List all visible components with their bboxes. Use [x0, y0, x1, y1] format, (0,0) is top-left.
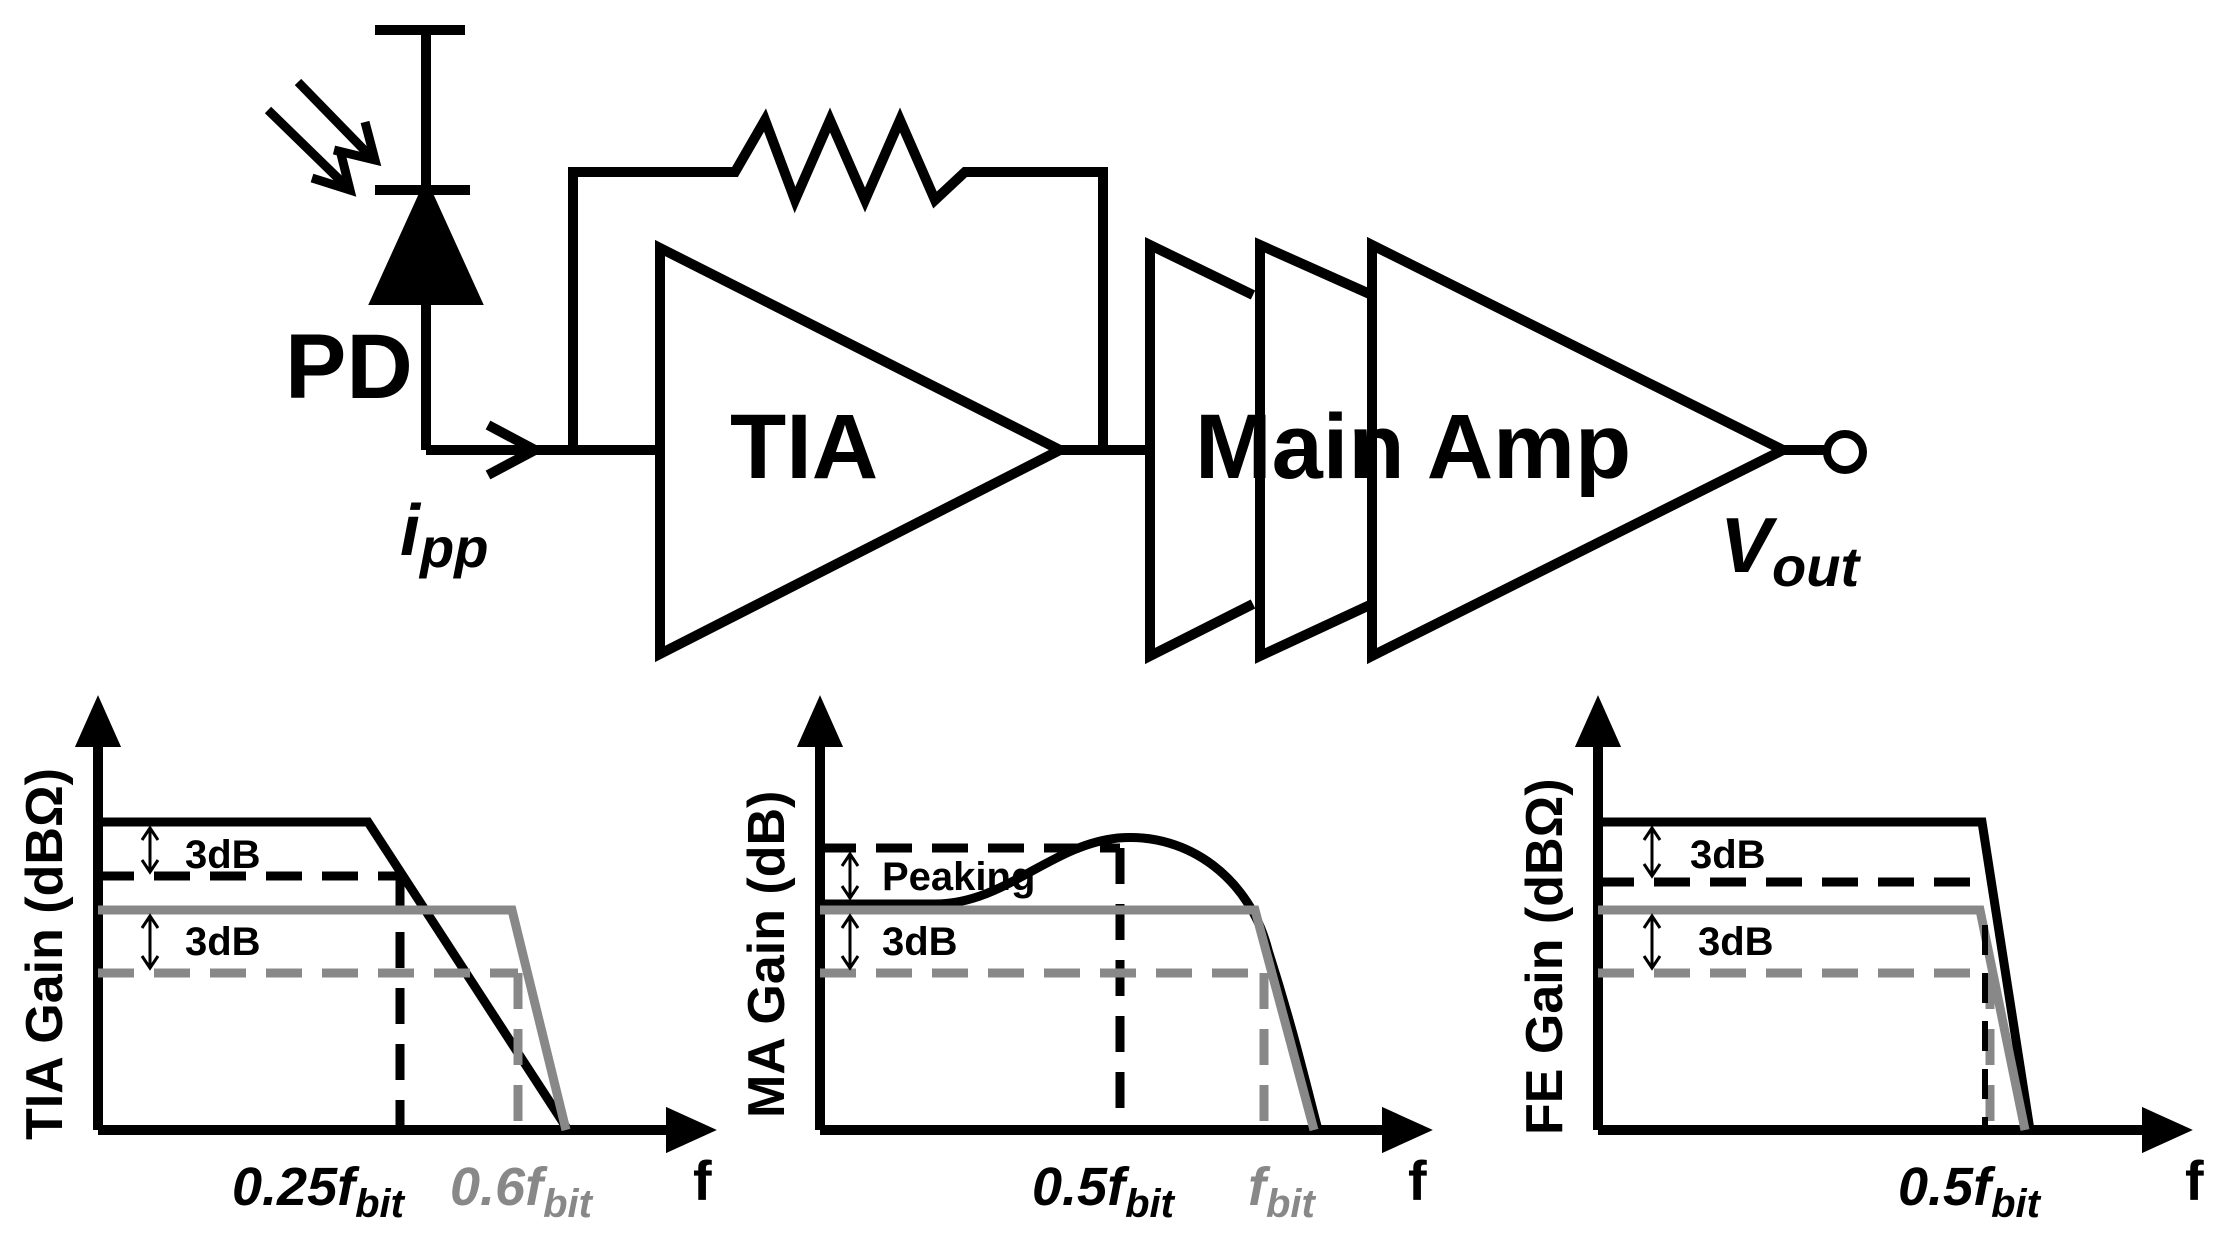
tia-axes: [74, 695, 717, 1154]
light-arrows-icon: [264, 78, 382, 197]
main-amp-label: Main Amp: [1195, 396, 1631, 498]
tia-gain-curve-low: [98, 905, 571, 1132]
tia-x-axis-label: f: [693, 1149, 712, 1212]
fe-x-axis-label: f: [2185, 1149, 2204, 1212]
ma-peaking-label: Peaking: [882, 855, 1035, 899]
fe-3db-label-1: 3dB: [1690, 833, 1766, 877]
ma-tick-05fbit: 0.5fbit: [1032, 1157, 1176, 1226]
input-current-label: ipp: [400, 491, 488, 579]
circuit-schematic: [264, 25, 1867, 665]
tia-tick-06fbit: 0.6fbit: [450, 1157, 594, 1226]
fe-3db-label-2: 3dB: [1698, 920, 1774, 964]
pd-label: PD: [285, 316, 413, 418]
ma-tick-fbit: fbit: [1248, 1157, 1317, 1226]
ma-peaking-curve: [820, 833, 1323, 1132]
ma-axes: [796, 695, 1433, 1154]
ma-flat-curve: [820, 905, 1319, 1132]
fe-y-axis-label: FE Gain (dBΩ): [1516, 778, 1574, 1135]
tia-3db-label-1: 3dB: [185, 833, 261, 877]
fe-3db-arrows-icon: [1642, 825, 1662, 971]
ma-y-axis-label: MA Gain (dB): [738, 791, 796, 1118]
fe-gain-plot: 3dB 3dB FE Gain (dBΩ) f 0.5fbit: [1516, 695, 2204, 1226]
tia-amplifier: [655, 239, 1072, 663]
tia-3db-label-2: 3dB: [185, 920, 261, 964]
tia-3db-arrows-icon: [140, 825, 160, 971]
fe-gain-curve-low: [1598, 905, 2030, 1131]
tia-label: TIA: [730, 396, 878, 498]
photodiode: [368, 25, 540, 455]
feedback-resistor: [568, 107, 1108, 450]
output-voltage-label: Vout: [1720, 501, 1861, 598]
fe-axes: [1574, 695, 2193, 1154]
ma-3db-label: 3dB: [882, 920, 958, 964]
current-arrow-icon: [485, 420, 546, 480]
output-terminal-icon: [1823, 430, 1867, 474]
ma-annotation-arrows-icon: [840, 851, 860, 971]
fe-gain-curve-high: [1598, 817, 2035, 1131]
tia-gain-curve-high: [98, 817, 572, 1133]
fe-tick-05fbit: 0.5fbit: [1898, 1157, 2042, 1226]
tia-gain-plot: 3dB 3dB TIA Gain (dBΩ) f 0.25fbit 0.6fbi…: [16, 695, 717, 1226]
tia-tick-025fbit: 0.25fbit: [232, 1157, 406, 1226]
ma-gain-plot: Peaking 3dB MA Gain (dB) f 0.5fbit fbit: [738, 695, 1433, 1226]
main-amplifier: [1145, 236, 1795, 665]
tia-y-axis-label: TIA Gain (dBΩ): [16, 768, 74, 1140]
ma-x-axis-label: f: [1408, 1149, 1427, 1212]
